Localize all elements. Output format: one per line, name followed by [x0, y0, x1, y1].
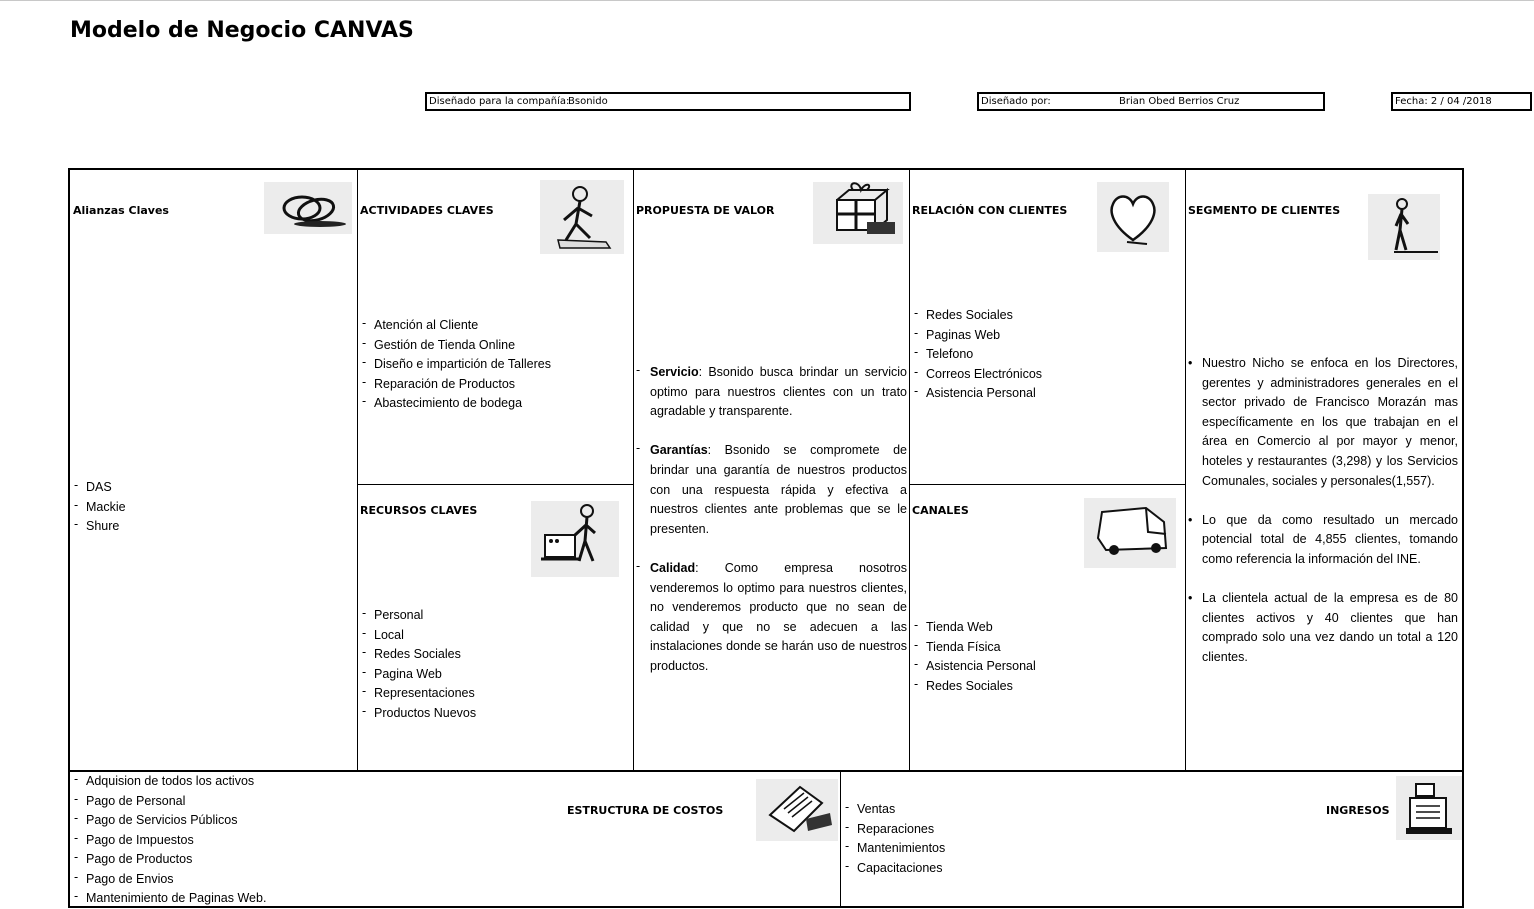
company-box: Diseñado para la compañía: Bsonido: [425, 92, 911, 111]
list-item: Representaciones: [360, 682, 476, 704]
list-item: Pago de Productos: [72, 848, 266, 870]
divider: [909, 170, 910, 770]
designer-value: Brian Obed Berrios Cruz: [1119, 96, 1240, 107]
divider: [70, 770, 1462, 772]
revenue-streams-list: Ventas Reparaciones Mantenimientos Capac…: [843, 798, 945, 879]
list-item: Productos Nuevos: [360, 702, 476, 724]
list-item: Servicio: Bsonido busca brindar un servi…: [636, 361, 907, 422]
list-item: Reparaciones: [843, 818, 945, 840]
item-heading: Servicio: [650, 365, 699, 379]
list-item: Shure: [72, 515, 126, 537]
list-item: Pagina Web: [360, 663, 476, 685]
cost-structure-list: Adquision de todos los activos Pago de P…: [72, 770, 266, 909]
page-title: Modelo de Negocio CANVAS: [70, 18, 414, 43]
key-resources-list: Personal Local Redes Sociales Pagina Web…: [360, 604, 476, 724]
cost-structure-title: ESTRUCTURA DE COSTOS: [567, 804, 724, 817]
list-item: Personal: [360, 604, 476, 626]
list-item: Nuestro Nicho se enfoca en los Directore…: [1188, 354, 1458, 491]
revenue-streams-title: INGRESOS: [1326, 804, 1390, 817]
person-icon: [1368, 194, 1440, 260]
cash-register-icon: [1396, 776, 1462, 840]
list-item: Redes Sociales: [360, 643, 476, 665]
key-activities-title: ACTIVIDADES CLAVES: [360, 204, 494, 217]
customer-segments-list: Nuestro Nicho se enfoca en los Directore…: [1188, 354, 1458, 687]
item-text: : Como empresa nosotros venderemos lo op…: [650, 560, 907, 673]
chain-links-icon: [264, 182, 352, 234]
heart-icon: [1097, 182, 1169, 252]
worker-icon: [540, 180, 624, 254]
list-item: Asistencia Personal: [912, 382, 1042, 404]
list-item: Telefono: [912, 343, 1042, 365]
key-partners-list: DAS Mackie Shure: [72, 476, 126, 537]
list-item: Abastecimiento de bodega: [360, 392, 551, 414]
channels-title: CANALES: [912, 504, 969, 517]
divider: [909, 484, 1185, 485]
list-item: La clientela actual de la empresa es de …: [1188, 589, 1458, 667]
list-item: Mantenimiento de Paginas Web.: [72, 887, 266, 909]
truck-icon: [1084, 498, 1176, 568]
list-item: Tienda Web: [912, 616, 1036, 638]
list-item: Local: [360, 624, 476, 646]
list-item: Asistencia Personal: [912, 655, 1036, 677]
business-model-canvas: Alianzas Claves DAS Mackie Shure ACTIVID…: [68, 168, 1464, 908]
list-item: Pago de Envios: [72, 868, 266, 890]
date-box: Fecha: 2 / 04 /2018: [1391, 92, 1532, 111]
list-item: Pago de Personal: [72, 790, 266, 812]
list-item: Lo que da como resultado un mercado pote…: [1188, 511, 1458, 570]
receipt-icon: [756, 779, 838, 841]
date-label: Fecha:: [1395, 96, 1428, 107]
list-item: Pago de Servicios Públicos: [72, 809, 266, 831]
item-text: : Bsonido se compromete de brindar una g…: [650, 443, 907, 536]
list-item: Calidad: Como empresa nosotros venderemo…: [636, 557, 907, 677]
customer-relationships-list: Redes Sociales Paginas Web Telefono Corr…: [912, 304, 1042, 404]
item-heading: Garantías: [650, 443, 708, 458]
key-resources-title: RECURSOS CLAVES: [360, 504, 478, 517]
divider: [1185, 170, 1186, 770]
list-item: Garantías: Bsonido se compromete de brin…: [636, 439, 907, 539]
designer-label: Diseñado por:: [981, 96, 1051, 107]
list-item: Paginas Web: [912, 324, 1042, 346]
customer-segments-title: SEGMENTO DE CLIENTES: [1188, 204, 1341, 217]
gift-box-icon: [813, 182, 903, 244]
list-item: Ventas: [843, 798, 945, 820]
person-machine-icon: [531, 501, 619, 577]
list-item: Capacitaciones: [843, 857, 945, 879]
list-item: DAS: [72, 476, 126, 498]
item-text: : Bsonido busca brindar un servicio opti…: [650, 365, 907, 419]
list-item: Reparación de Productos: [360, 373, 551, 395]
list-item: Diseño e impartición de Talleres: [360, 353, 551, 375]
divider: [633, 170, 634, 770]
customer-relationships-title: RELACIÓN CON CLIENTES: [912, 204, 1068, 217]
list-item: Redes Sociales: [912, 675, 1036, 697]
date-value: 2 / 04 /2018: [1430, 96, 1492, 107]
divider: [840, 772, 841, 906]
list-item: Gestión de Tienda Online: [360, 334, 551, 356]
divider: [357, 484, 633, 485]
list-item: Mantenimientos: [843, 837, 945, 859]
list-item: Redes Sociales: [912, 304, 1042, 326]
value-proposition-title: PROPUESTA DE VALOR: [636, 204, 775, 217]
list-item: Tienda Física: [912, 636, 1036, 658]
list-item: Pago de Impuestos: [72, 829, 266, 851]
key-partners-title: Alianzas Claves: [73, 204, 169, 217]
list-item: Adquision de todos los activos: [72, 770, 266, 792]
list-item: Atención al Cliente: [360, 314, 551, 336]
item-heading: Calidad: [650, 560, 696, 575]
value-proposition-list: Servicio: Bsonido busca brindar un servi…: [636, 361, 907, 696]
channels-list: Tienda Web Tienda Física Asistencia Pers…: [912, 616, 1036, 697]
top-border: [0, 0, 1534, 1]
list-item: Mackie: [72, 496, 126, 518]
divider: [357, 170, 358, 770]
list-item: Correos Electrónicos: [912, 363, 1042, 385]
company-value: Bsonido: [568, 96, 608, 107]
company-label: Diseñado para la compañía:: [429, 96, 570, 107]
designer-box: Diseñado por: Brian Obed Berrios Cruz: [977, 92, 1325, 111]
key-activities-list: Atención al Cliente Gestión de Tienda On…: [360, 314, 551, 414]
